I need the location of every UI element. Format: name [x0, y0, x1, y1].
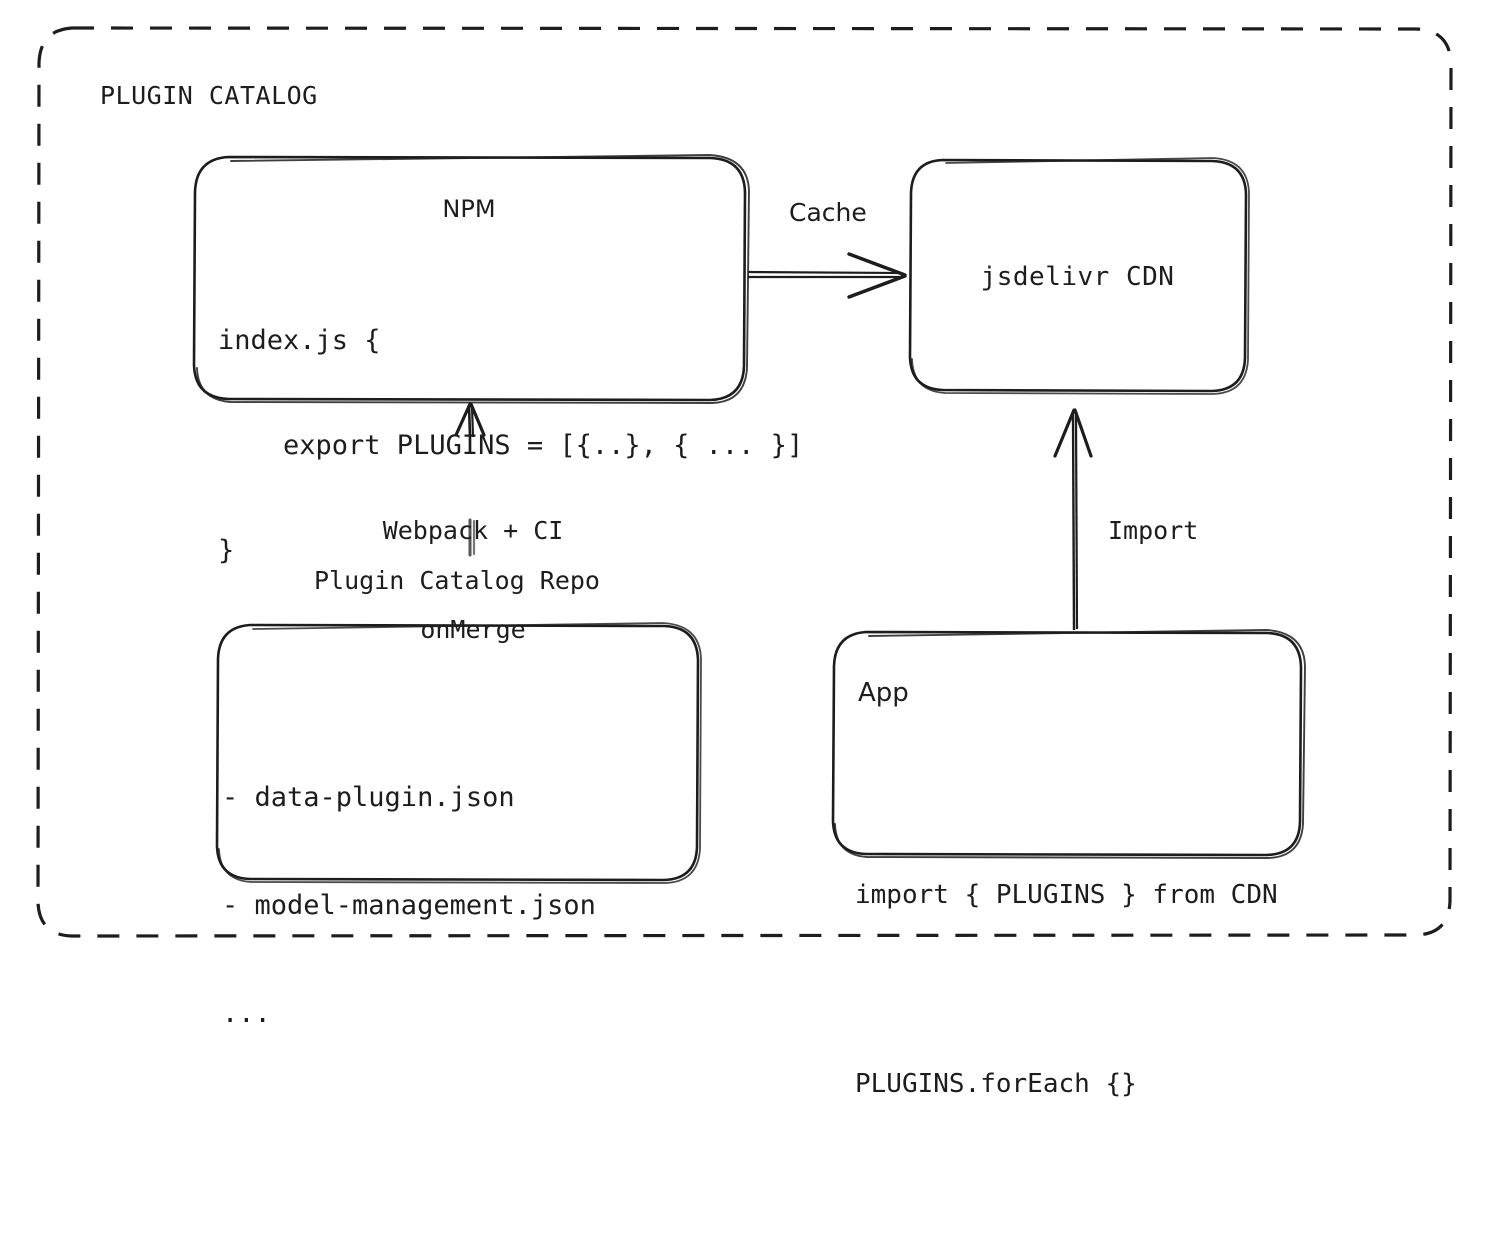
repo-node-file-list: - data-plugin.json - model-management.js…	[222, 708, 596, 1104]
npm-code-line-2: export PLUGINS = [{..}, { ... }]	[218, 430, 804, 461]
app-node-title: App	[858, 678, 909, 708]
npm-code-line-1: index.js {	[218, 325, 381, 356]
npm-node-code: index.js { export PLUGINS = [{..}, { ...…	[218, 253, 803, 638]
edge-app-to-cdn	[1053, 408, 1093, 631]
npm-code-line-3: }	[218, 535, 235, 566]
edge-label-webpack-ci: Webpack + CI onMerge	[328, 448, 618, 712]
edge-label-cache: Cache	[789, 198, 867, 227]
edge-label-webpack-ci-line-1: Webpack + CI	[382, 516, 564, 545]
repo-file-line-2: - model-management.json	[222, 890, 596, 921]
app-node-code: import { PLUGINS } from CDN PLUGINS.forE…	[855, 738, 1278, 1242]
edge-label-webpack-ci-line-2: onMerge	[420, 615, 526, 644]
edge-label-import: Import	[1108, 516, 1199, 545]
npm-node-title: NPM	[442, 195, 496, 223]
repo-node-caption: Plugin Catalog Repo	[314, 566, 600, 595]
repo-file-line-1: - data-plugin.json	[222, 782, 515, 813]
repo-file-line-3: ...	[222, 998, 271, 1029]
cdn-node-title: jsdelivr CDN	[980, 262, 1175, 292]
diagram-canvas: PLUGIN CATALOG NPM index.js { export PLU…	[36, 26, 1453, 1099]
app-code-line-1: import { PLUGINS } from CDN	[855, 880, 1278, 910]
app-code-line-2: PLUGINS.forEach {}	[855, 1069, 1137, 1099]
group-title: PLUGIN CATALOG	[100, 81, 318, 110]
